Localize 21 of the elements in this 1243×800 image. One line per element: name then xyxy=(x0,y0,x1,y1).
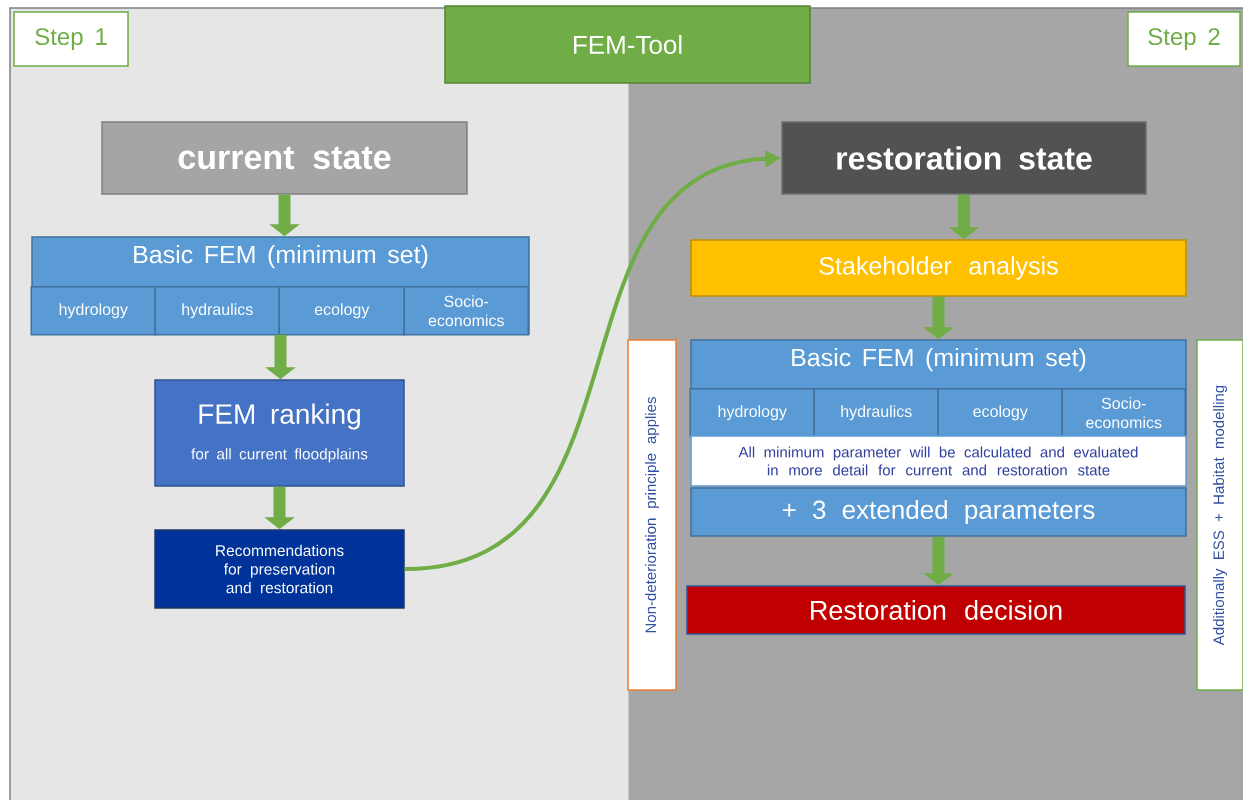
process-box: Recommendations for preservation and restoration xyxy=(154,529,405,609)
step-box: Step 1 xyxy=(13,11,129,67)
process-box: + 3 extended parameters xyxy=(690,487,1187,537)
table-cell: ecology xyxy=(937,388,1063,438)
step-box: Step 2 xyxy=(1127,11,1241,67)
process-box: FEM ranking for all current floodplains xyxy=(154,379,405,487)
table-cell: hydraulics xyxy=(154,286,280,336)
side-note-box: Additionally ESS + Habitat modelling xyxy=(1196,339,1243,691)
table-cell: hydrology xyxy=(30,286,156,336)
table-cell: Socio-economics xyxy=(403,286,529,336)
process-box: Stakeholder analysis xyxy=(690,239,1187,297)
process-box: current state xyxy=(101,121,468,195)
title-banner: FEM-Tool xyxy=(444,5,811,84)
process-box: Restoration decision xyxy=(686,585,1186,635)
table-cell: hydrology xyxy=(689,388,815,438)
note-box: All minimum parameter will be calculated and evaluated in more detail for current and restoration state xyxy=(690,435,1187,487)
side-note-box: Non-deterioration principle applies xyxy=(627,339,677,691)
table-cell: ecology xyxy=(278,286,405,336)
table-cell: hydraulics xyxy=(813,388,939,438)
table-cell: Socio-economics xyxy=(1061,388,1186,438)
process-box: restoration state xyxy=(781,121,1147,195)
